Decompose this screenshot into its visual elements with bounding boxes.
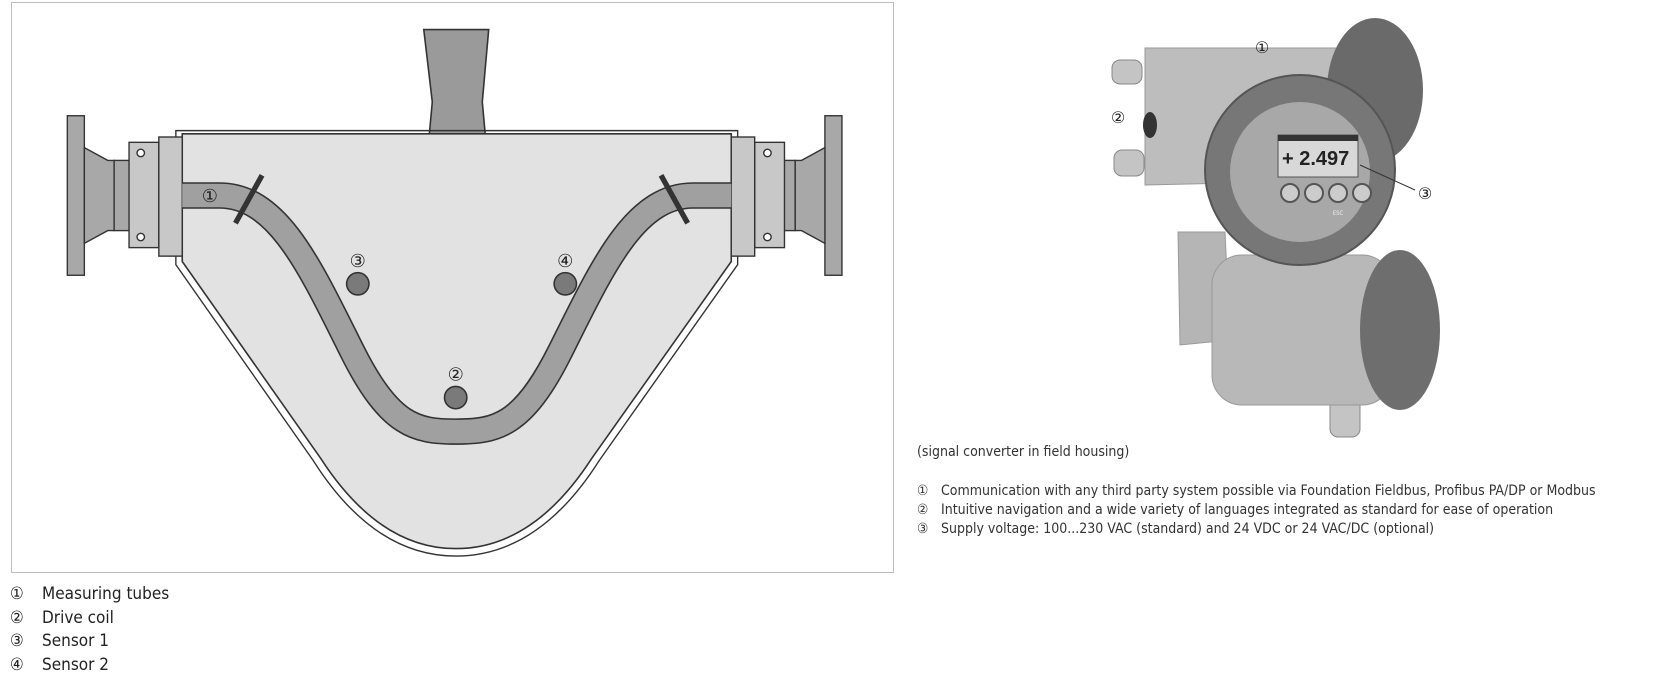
- legend-label: Sensor 2: [42, 655, 109, 675]
- photo-caption: (signal converter in field housing): [917, 444, 1129, 460]
- feature-marker: ②: [917, 501, 941, 520]
- legend-label: Measuring tubes: [42, 584, 169, 604]
- callout-1: ①: [202, 186, 218, 207]
- drive-coil: [445, 386, 467, 408]
- key-enter: [1305, 184, 1323, 202]
- navigation-port-icon: [1143, 112, 1157, 138]
- sensor-1: [347, 273, 369, 295]
- legend-marker: ④: [10, 654, 42, 677]
- legend-label: Sensor 1: [42, 631, 109, 651]
- callout-4: ④: [557, 251, 573, 272]
- device-callout-2: ②: [1111, 108, 1125, 127]
- signal-converter-photo: + 2.497 ESC ① ② ③: [1070, 10, 1470, 450]
- sensor-2: [554, 273, 576, 295]
- device-callout-3: ③: [1418, 184, 1432, 203]
- key-down: [1329, 184, 1347, 202]
- key-up: [1353, 184, 1371, 202]
- callout-3: ③: [350, 251, 366, 272]
- feature-text: Supply voltage: 100...230 VAC (standard)…: [941, 521, 1434, 537]
- lower-cover: [1360, 250, 1440, 410]
- key-right: [1281, 184, 1299, 202]
- feature-marker: ①: [917, 482, 941, 501]
- right-flange: [731, 116, 842, 276]
- display-value: + 2.497: [1282, 148, 1349, 170]
- esc-label: ESC: [1333, 210, 1344, 217]
- top-pipe: [424, 30, 489, 137]
- callout-2: ②: [448, 365, 464, 386]
- device-callout-1: ①: [1255, 38, 1269, 57]
- legend-marker: ②: [10, 607, 42, 631]
- signal-converter-drawing: + 2.497 ESC ① ② ③: [1070, 10, 1470, 450]
- lcd-header: [1278, 135, 1358, 141]
- feature-text: Intuitive navigation and a wide variety …: [941, 502, 1553, 518]
- left-flange: [67, 116, 182, 276]
- feature-marker: ③: [917, 520, 941, 539]
- legend-marker: ③: [10, 630, 42, 654]
- legend-marker: ①: [10, 583, 42, 607]
- feature-text: Communication with any third party syste…: [941, 483, 1596, 499]
- flowmeter-diagram: ① ② ③ ④: [11, 2, 894, 573]
- flowmeter-drawing: ① ② ③ ④: [12, 3, 893, 572]
- legend-label: Drive coil: [42, 608, 114, 628]
